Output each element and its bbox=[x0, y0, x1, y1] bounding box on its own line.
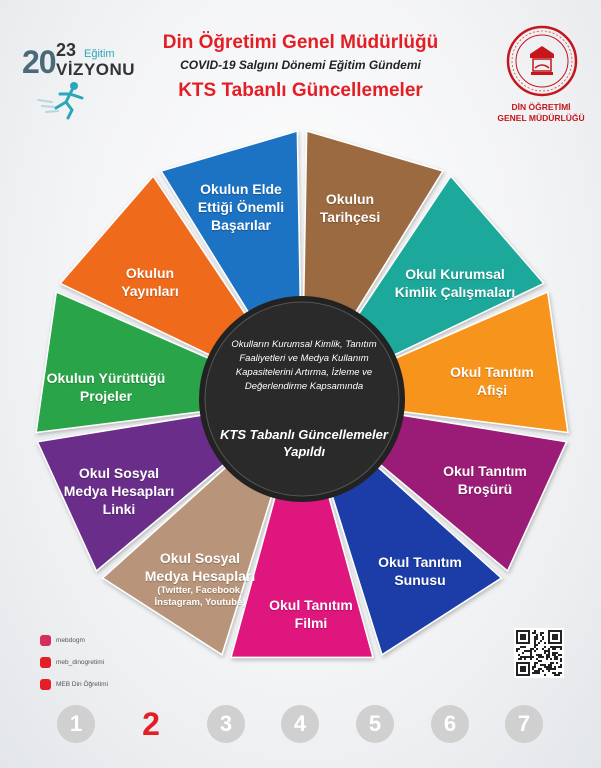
segment-label-line: Okulun Yürüttüğü bbox=[46, 370, 166, 386]
segment-label-line: Başarılar bbox=[211, 217, 271, 233]
segment-label-line: Filmi bbox=[294, 615, 328, 631]
page-2-button[interactable]: 2 bbox=[142, 706, 160, 742]
segment-label-line: Okul Tanıtım bbox=[443, 463, 527, 479]
social-links: mebdogm meb_dinogretimi MEB Din Öğretimi bbox=[40, 630, 108, 696]
wheel-segments bbox=[35, 130, 569, 659]
social-handle: meb_dinogretimi bbox=[56, 658, 105, 666]
segment-label-line: Okul Sosyal bbox=[159, 550, 241, 566]
segment-label-line: Broşürü bbox=[457, 481, 513, 497]
center-description: Okulların Kurumsal Kimlik, Tanıtım Faali… bbox=[231, 339, 377, 392]
youtube-icon bbox=[40, 678, 51, 690]
pagination: 1 2 3 4 5 6 7 bbox=[0, 705, 601, 745]
social-link-instagram[interactable]: mebdogm bbox=[40, 630, 108, 650]
egitim-vizyonu-logo: 20 23 Eğitim VİZYONU bbox=[22, 38, 142, 128]
segment-label-line: Okul Sosyal bbox=[78, 465, 160, 481]
runner-icon bbox=[37, 82, 84, 120]
meb-name: DİN ÖĞRETİMİ GENEL MÜDÜRLÜĞÜ bbox=[478, 102, 601, 124]
segment-label-line: Okul Tanıtım bbox=[450, 364, 534, 380]
segment-label-sosyal-medya-hesaplari: Okul Sosyal Medya Hesapları (Twitter, Fa… bbox=[132, 549, 268, 609]
social-link-youtube[interactable]: MEB Din Öğretimi bbox=[40, 674, 108, 694]
segment-label-basarilar: Okulun Elde Ettiği Önemli Başarılar bbox=[186, 180, 296, 234]
logo-vizyonu: VİZYONU bbox=[56, 60, 136, 79]
segment-label-line: Ettiği Önemli bbox=[197, 199, 285, 215]
meb-name-line2: GENEL MÜDÜRLÜĞÜ bbox=[497, 113, 585, 123]
page-subtitle: COVID-19 Salgını Dönemi Eğitim Gündemi bbox=[180, 58, 421, 72]
segment-label-tanitim-brosuru: Okul Tanıtım Broşürü bbox=[425, 462, 545, 498]
segment-label-tanitim-afisi: Okul Tanıtım Afişi bbox=[432, 363, 552, 399]
qr-code-icon[interactable] bbox=[514, 628, 564, 678]
segment-label-line: Yayınları bbox=[121, 283, 179, 299]
segment-label-tanitim-filmi: Okul Tanıtım Filmi bbox=[256, 596, 366, 632]
social-link-twitter[interactable]: meb_dinogretimi bbox=[40, 652, 108, 672]
segment-label-line: Kimlik Çalışmaları bbox=[394, 284, 516, 300]
segment-label-line: Linki bbox=[102, 501, 136, 517]
segment-label-note: (Twitter, Facebook, İnstagram, Youtube) bbox=[154, 585, 246, 608]
segment-label-line: Projeler bbox=[79, 388, 133, 404]
page-3-button[interactable]: 3 bbox=[207, 705, 245, 743]
page-heading: KTS Tabanlı Güncellemeler bbox=[178, 80, 423, 101]
page-title: Din Öğretimi Genel Müdürlüğü bbox=[162, 32, 439, 53]
logo-year-suffix: 23 bbox=[56, 40, 77, 60]
page-1-button[interactable]: 1 bbox=[57, 705, 95, 743]
page-5-button[interactable]: 5 bbox=[356, 705, 394, 743]
page-4-button[interactable]: 4 bbox=[281, 705, 319, 743]
page-6-button[interactable]: 6 bbox=[431, 705, 469, 743]
segment-label-line: Medya Hesapları bbox=[63, 483, 175, 499]
segment-label-kurumsal-kimlik: Okul Kurumsal Kimlik Çalışmaları bbox=[380, 265, 530, 301]
logo-egitim: Eğitim bbox=[84, 48, 115, 60]
segment-label-yayinlari: Okulun Yayınları bbox=[100, 264, 200, 300]
social-handle: MEB Din Öğretimi bbox=[56, 680, 109, 688]
segment-label-tanitim-sunusu: Okul Tanıtım Sunusu bbox=[360, 553, 480, 589]
segment-label-line: Tarihçesi bbox=[319, 209, 381, 225]
segment-label-sosyal-medya-linki: Okul Sosyal Medya Hesapları Linki bbox=[50, 464, 188, 518]
meb-name-line1: DİN ÖĞRETİMİ bbox=[511, 102, 571, 112]
segment-label-projeler: Okulun Yürüttüğü Projeler bbox=[34, 369, 178, 405]
segment-label-line: Medya Hesapları bbox=[144, 568, 256, 584]
segment-label-line: Okulun bbox=[125, 265, 175, 281]
logo-year-prefix: 20 bbox=[22, 44, 57, 80]
segment-label-line: Afişi bbox=[476, 382, 508, 398]
wheel-center bbox=[204, 301, 400, 497]
segment-label-line: Okul Tanıtım bbox=[378, 554, 462, 570]
meb-emblem-icon bbox=[506, 25, 578, 97]
twitter-icon bbox=[40, 656, 51, 668]
page-7-button[interactable]: 7 bbox=[505, 705, 543, 743]
segment-label-line: Sunusu bbox=[394, 572, 446, 588]
center-conclusion: KTS Tabanlı Güncellemeler Yapıldı bbox=[220, 427, 388, 459]
segment-label-line: Okulun Elde bbox=[200, 181, 282, 197]
segment-label-okulun-tarihcesi: Okulun Tarihçesi bbox=[305, 190, 395, 226]
segment-label-line: Okul Kurumsal bbox=[405, 266, 505, 282]
social-handle: mebdogm bbox=[56, 636, 85, 644]
segment-label-line: Okulun bbox=[325, 191, 375, 207]
instagram-icon bbox=[40, 634, 51, 646]
segment-label-line: Okul Tanıtım bbox=[269, 597, 353, 613]
